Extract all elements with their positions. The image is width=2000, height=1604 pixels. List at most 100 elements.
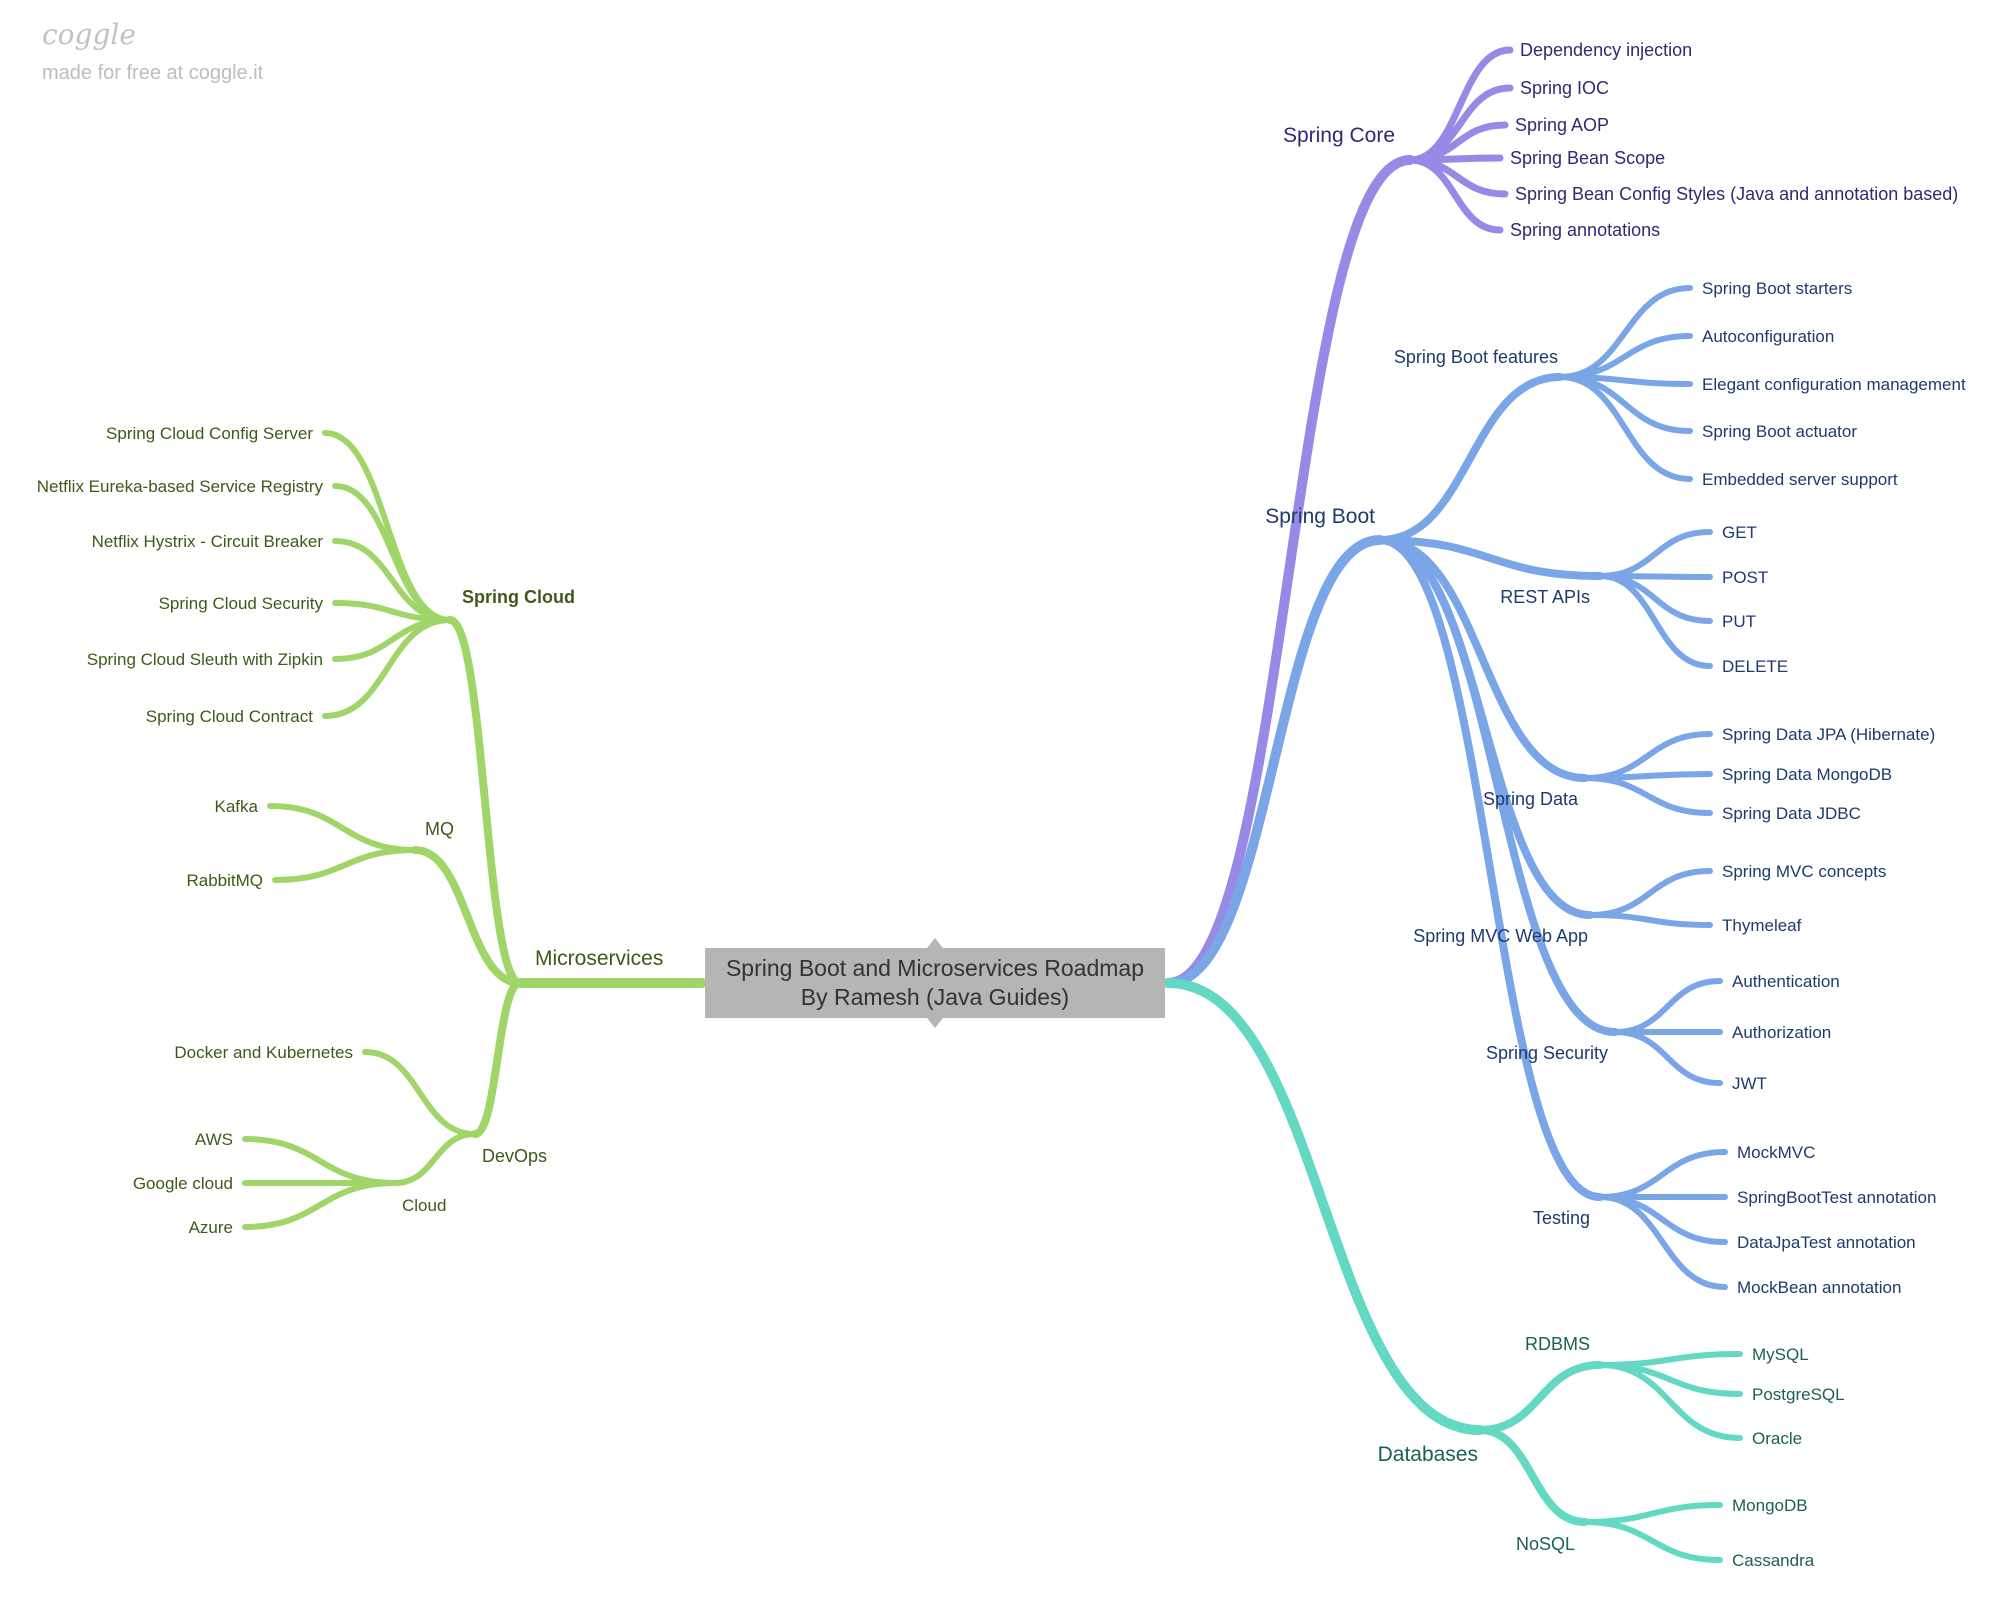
leaf-spring-cloud-security[interactable]: Spring Cloud Security	[159, 594, 324, 613]
leaf-spring-annotations[interactable]: Spring annotations	[1510, 220, 1660, 240]
edge-netflix-eureka-based-service-registry	[332, 483, 453, 623]
leaf-dependency-injection[interactable]: Dependency injection	[1520, 40, 1692, 60]
edge-authentication	[1612, 978, 1723, 1035]
branch-microservices[interactable]: Microservices	[535, 947, 663, 970]
leaf-spring-boot-actuator[interactable]: Spring Boot actuator	[1702, 422, 1857, 441]
edge-spring-boot-features	[1376, 373, 1564, 544]
leaf-rabbitmq[interactable]: RabbitMQ	[186, 871, 263, 890]
leaf-spring-aop[interactable]: Spring AOP	[1515, 115, 1609, 135]
edge-mongodb	[1582, 1502, 1723, 1525]
coggle-logo: coggle	[42, 18, 136, 51]
edge-mq	[411, 846, 524, 987]
node-spring-cloud[interactable]: Spring Cloud	[462, 587, 575, 607]
edge-datajpatest-annotation	[1597, 1194, 1728, 1245]
leaf-spring-bean-config-styles-java-and-annotation-based[interactable]: Spring Bean Config Styles (Java and anno…	[1515, 184, 1958, 204]
leaf-spring-boot-starters[interactable]: Spring Boot starters	[1702, 279, 1852, 298]
edge-devops	[471, 979, 524, 1138]
leaf-mockmvc[interactable]: MockMVC	[1737, 1143, 1815, 1162]
node-spring-data[interactable]: Spring Data	[1483, 789, 1579, 809]
mind-map-edges	[242, 46, 1743, 1563]
edge-mockbean-annotation	[1597, 1194, 1728, 1290]
leaf-authorization[interactable]: Authorization	[1732, 1023, 1831, 1042]
leaf-spring-data-jpa-hibernate[interactable]: Spring Data JPA (Hibernate)	[1722, 725, 1935, 744]
root-node[interactable]: Spring Boot and Microservices Roadmap By…	[705, 938, 1165, 1028]
leaf-get[interactable]: GET	[1722, 523, 1757, 542]
node-spring-boot-features[interactable]: Spring Boot features	[1394, 347, 1558, 367]
leaf-elegant-configuration-management[interactable]: Elegant configuration management	[1702, 375, 1966, 394]
node-spring-security[interactable]: Spring Security	[1486, 1043, 1608, 1063]
edge-spring-data	[1376, 536, 1589, 782]
branch-spring-boot[interactable]: Spring Boot	[1265, 505, 1375, 528]
leaf-google-cloud[interactable]: Google cloud	[133, 1174, 233, 1193]
edge-testing	[1376, 536, 1604, 1201]
leaf-netflix-eureka-based-service-registry[interactable]: Netflix Eureka-based Service Registry	[37, 477, 324, 496]
leaf-spring-cloud-config-server[interactable]: Spring Cloud Config Server	[106, 424, 313, 443]
branch-databases[interactable]: Databases	[1378, 1443, 1478, 1466]
leaf-postgresql[interactable]: PostgreSQL	[1752, 1385, 1845, 1404]
edge-nosql	[1476, 1426, 1589, 1526]
leaf-spring-ioc[interactable]: Spring IOC	[1520, 78, 1609, 98]
edge-mockmvc	[1597, 1149, 1728, 1200]
leaf-thymeleaf[interactable]: Thymeleaf	[1722, 916, 1802, 935]
branch-spring-core[interactable]: Spring Core	[1283, 124, 1395, 147]
leaf-aws[interactable]: AWS	[195, 1130, 233, 1149]
edge-kafka	[267, 803, 418, 853]
leaf-put[interactable]: PUT	[1722, 612, 1756, 631]
leaf-oracle[interactable]: Oracle	[1752, 1429, 1802, 1448]
leaf-netflix-hystrix-circuit-breaker[interactable]: Netflix Hystrix - Circuit Breaker	[92, 532, 324, 551]
node-mq[interactable]: MQ	[425, 819, 454, 839]
edge-oracle	[1597, 1362, 1743, 1441]
leaf-docker-and-kubernetes[interactable]: Docker and Kubernetes	[174, 1043, 353, 1062]
leaf-delete[interactable]: DELETE	[1722, 657, 1788, 676]
leaf-post[interactable]: POST	[1722, 568, 1768, 587]
node-devops[interactable]: DevOps	[482, 1146, 547, 1166]
leaf-spring-cloud-sleuth-with-zipkin[interactable]: Spring Cloud Sleuth with Zipkin	[87, 650, 323, 669]
edge-embedded-server-support	[1557, 374, 1693, 482]
edge-spring-annotations	[1406, 156, 1504, 234]
root-title-line-2: By Ramesh (Java Guides)	[801, 984, 1069, 1010]
edge-cassandra	[1582, 1519, 1723, 1563]
edge-aws	[242, 1136, 398, 1186]
edge-spring-security	[1376, 536, 1619, 1036]
leaf-embedded-server-support[interactable]: Embedded server support	[1702, 470, 1898, 489]
leaf-spring-data-mongodb[interactable]: Spring Data MongoDB	[1722, 765, 1892, 784]
edge-spring-cloud	[446, 616, 524, 987]
edge-spring-cloud-config-server	[322, 430, 453, 623]
leaf-spring-bean-scope[interactable]: Spring Bean Scope	[1510, 148, 1665, 168]
edge-rest-apis	[1376, 536, 1604, 580]
leaf-mockbean-annotation[interactable]: MockBean annotation	[1737, 1278, 1901, 1297]
leaf-spring-data-jdbc[interactable]: Spring Data JDBC	[1722, 804, 1861, 823]
edge-jwt	[1612, 1029, 1723, 1086]
leaf-datajpatest-annotation[interactable]: DataJpaTest annotation	[1737, 1233, 1916, 1252]
edge-spring-mvc-concepts	[1587, 868, 1713, 918]
leaf-spring-mvc-concepts[interactable]: Spring MVC concepts	[1722, 862, 1886, 881]
node-rdbms[interactable]: RDBMS	[1525, 1334, 1590, 1354]
edge-azure	[242, 1180, 398, 1230]
leaf-kafka[interactable]: Kafka	[215, 797, 259, 816]
node-spring-mvc-web-app[interactable]: Spring MVC Web App	[1413, 926, 1588, 946]
root-node-box[interactable]	[705, 948, 1165, 1018]
leaf-autoconfiguration[interactable]: Autoconfiguration	[1702, 327, 1834, 346]
root-title-line-1: Spring Boot and Microservices Roadmap	[726, 955, 1144, 981]
leaf-springboottest-annotation[interactable]: SpringBootTest annotation	[1737, 1188, 1936, 1207]
edge-root-databases	[1163, 978, 1485, 1435]
node-nosql[interactable]: NoSQL	[1516, 1534, 1575, 1554]
leaf-authentication[interactable]: Authentication	[1732, 972, 1840, 991]
leaf-mysql[interactable]: MySQL	[1752, 1345, 1809, 1364]
edge-thymeleaf	[1587, 912, 1713, 928]
edge-docker-and-kubernetes	[362, 1049, 478, 1137]
leaf-azure[interactable]: Azure	[189, 1218, 233, 1237]
edge-put	[1597, 573, 1713, 624]
edge-cloud	[392, 1131, 478, 1186]
leaf-cassandra[interactable]: Cassandra	[1732, 1551, 1815, 1570]
node-cloud[interactable]: Cloud	[402, 1196, 446, 1215]
leaf-mongodb[interactable]: MongoDB	[1732, 1496, 1808, 1515]
node-rest-apis[interactable]: REST APIs	[1500, 587, 1590, 607]
node-testing[interactable]: Testing	[1533, 1208, 1590, 1228]
edge-get	[1597, 529, 1713, 579]
leaf-spring-cloud-contract[interactable]: Spring Cloud Contract	[146, 707, 314, 726]
leaf-jwt[interactable]: JWT	[1732, 1074, 1767, 1093]
made-with-coggle-tagline: made for free at coggle.it	[42, 62, 264, 84]
